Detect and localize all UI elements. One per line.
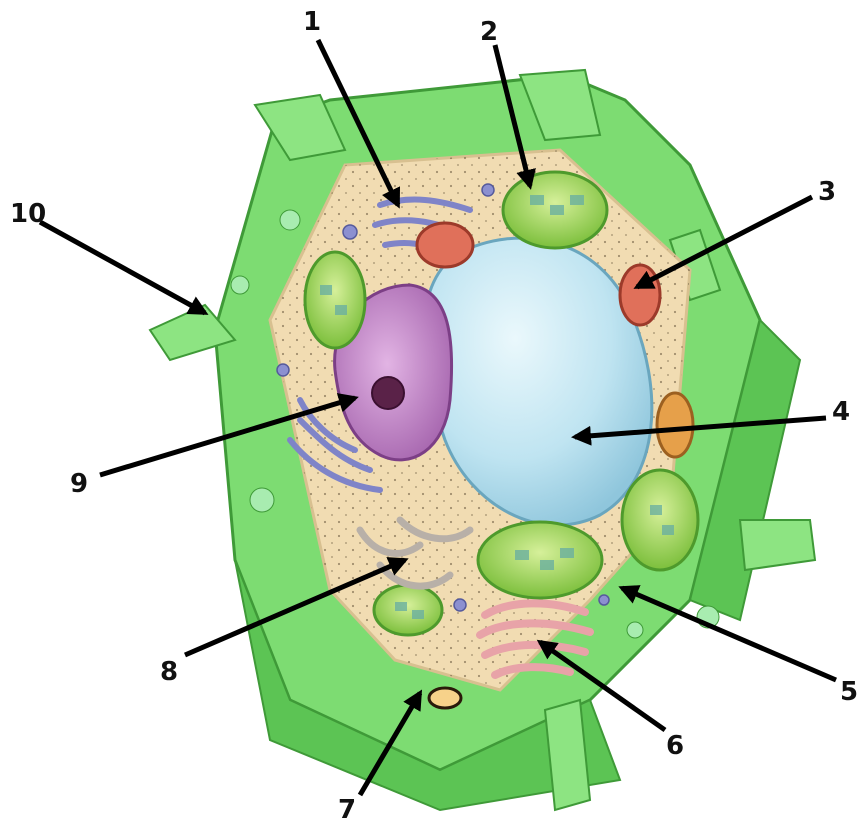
label-9: 9 [70,469,88,499]
arrow-10 [40,222,205,313]
label-6: 6 [666,731,684,761]
label-10: 10 [10,199,46,229]
label-3: 3 [818,177,836,207]
label-1: 1 [303,7,321,37]
label-7: 7 [338,795,356,824]
label-8: 8 [160,657,178,687]
nucleolus [372,377,404,409]
label-2: 2 [480,17,498,47]
label-5: 5 [840,677,858,707]
small-organelle [429,688,461,708]
label-4: 4 [832,397,850,427]
